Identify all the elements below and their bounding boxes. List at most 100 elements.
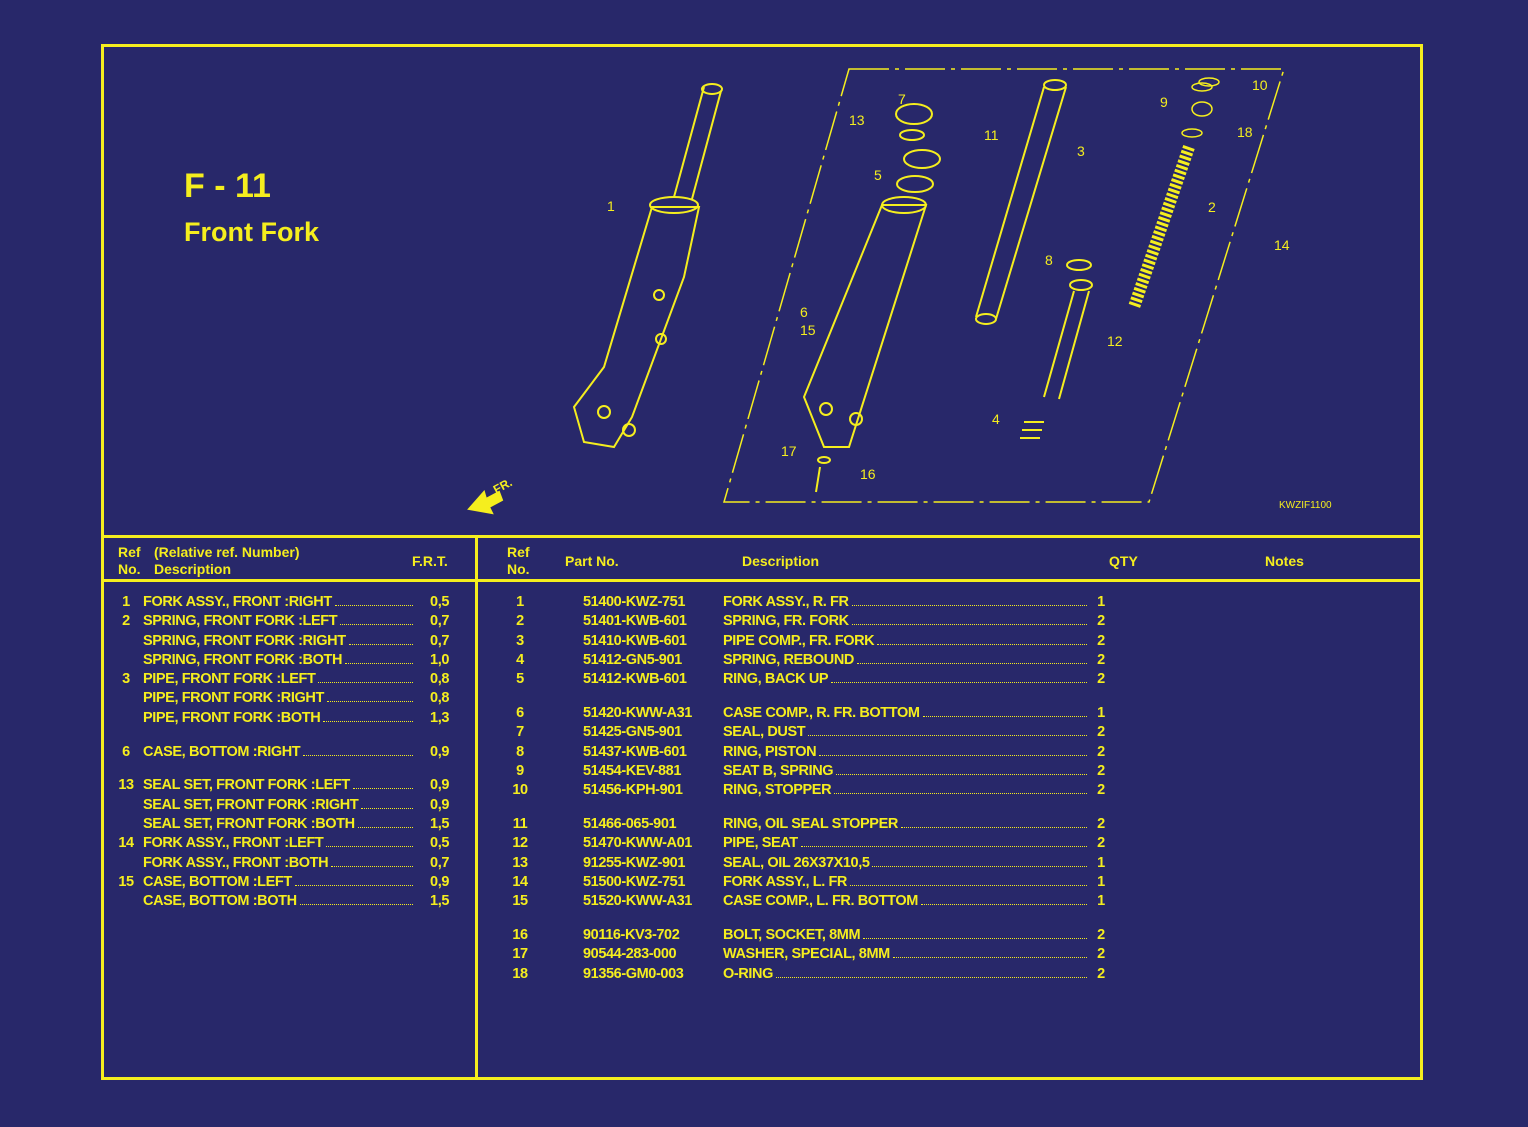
quantity: 1 [1097, 594, 1105, 610]
callout-16: 16 [860, 466, 876, 482]
quantity: 1 [1097, 873, 1105, 890]
assembly-boundary [723, 68, 1286, 503]
quantity: 2 [1097, 815, 1105, 832]
fork-assembly-drawing [572, 83, 723, 449]
part-number: 51401-KWB-601 [583, 613, 687, 630]
description: SEAL SET, FRONT FORK :BOTH [143, 815, 417, 834]
description-text: FORK ASSY., FRONT :BOTH [143, 854, 329, 871]
dot-leader [326, 834, 413, 848]
dot-leader [851, 612, 1087, 626]
divider [104, 579, 1420, 582]
description-text: FORK ASSY., FRONT :RIGHT [143, 594, 332, 610]
dot-leader [863, 926, 1087, 939]
callout-11: 11 [984, 127, 999, 143]
description-text: WASHER, SPECIAL, 8MM [723, 946, 890, 963]
header-notes: Notes [1265, 553, 1304, 569]
description-text: SEAL SET, FRONT FORK :RIGHT [143, 796, 359, 813]
callout-18: 18 [1237, 124, 1253, 140]
description: RING, BACK UP [723, 670, 1091, 689]
dot-leader [851, 593, 1087, 606]
fork-spring-drawing [1128, 77, 1220, 309]
description: SEAL, OIL 26X37X10,5 [723, 854, 1091, 873]
description-text: PIPE, FRONT FORK :RIGHT [143, 690, 324, 707]
description: PIPE COMP., FR. FORK [723, 632, 1091, 651]
ref-no: 13 [512, 854, 528, 871]
callout-9: 9 [1160, 94, 1168, 110]
quantity: 2 [1097, 671, 1105, 688]
description: BOLT, SOCKET, 8MM [723, 926, 1091, 945]
description-text: SPRING, FRONT FORK :LEFT [143, 613, 338, 630]
fork-case-drawing [802, 103, 941, 493]
ref-no: 14 [512, 873, 528, 890]
header-frt: F.R.T. [412, 553, 448, 569]
part-number: 51400-KWZ-751 [583, 594, 685, 610]
ref-no: 10 [512, 782, 528, 799]
description-text: RING, OIL SEAL STOPPER [723, 815, 898, 832]
description-text: FORK ASSY., R. FR [723, 594, 849, 610]
description: PIPE, FRONT FORK :BOTH [143, 709, 417, 728]
figure-number: F - 11 [184, 167, 271, 205]
quantity: 2 [1097, 782, 1105, 799]
description: RING, STOPPER [723, 781, 1091, 800]
ref-no: 8 [516, 743, 524, 760]
quantity: 2 [1097, 762, 1105, 779]
frt-value: 0,5 [430, 594, 449, 610]
part-number: 90544-283-000 [583, 946, 677, 963]
ref-no: 15 [512, 893, 528, 910]
description: FORK ASSY., FRONT :LEFT [143, 834, 417, 853]
dot-leader [872, 854, 1087, 867]
description: CASE COMP., R. FR. BOTTOM [723, 704, 1091, 723]
quantity: 2 [1097, 743, 1105, 760]
ref-no: 6 [122, 743, 130, 760]
ref-no: 6 [516, 704, 524, 721]
seat-pipe-drawing [1020, 259, 1093, 439]
ref-no: 5 [516, 671, 524, 688]
dot-leader [808, 723, 1087, 737]
dot-leader [361, 796, 413, 809]
description: SEAL, DUST [723, 723, 1091, 742]
dot-leader [877, 632, 1087, 645]
part-number: 51454-KEV-881 [583, 762, 681, 779]
callout-4: 4 [992, 411, 1000, 427]
description: SPRING, REBOUND [723, 651, 1091, 670]
dot-leader [294, 873, 413, 886]
dot-leader [892, 945, 1087, 959]
ref-no: 12 [512, 835, 528, 852]
description-text: CASE, BOTTOM :BOTH [143, 893, 297, 910]
description-text: SPRING, FRONT FORK :BOTH [143, 651, 343, 668]
part-number: 91255-KWZ-901 [583, 854, 685, 871]
part-number: 51412-GN5-901 [583, 651, 682, 668]
dot-leader [340, 612, 413, 626]
description-text: RING, BACK UP [723, 671, 829, 688]
ref-no: 18 [512, 965, 528, 982]
description-text: SPRING, REBOUND [723, 651, 854, 668]
quantity: 2 [1097, 632, 1105, 649]
description: PIPE, FRONT FORK :LEFT [143, 670, 417, 689]
description: SPRING, FRONT FORK :LEFT [143, 612, 417, 631]
ref-no: 11 [512, 815, 528, 832]
dot-leader [831, 670, 1087, 684]
dot-leader [819, 743, 1087, 756]
part-number: 91356-GM0-003 [583, 965, 684, 982]
dot-leader [357, 815, 413, 828]
description-text: SEAL SET, FRONT FORK :LEFT [143, 777, 350, 794]
dot-leader [323, 709, 413, 722]
description-text: PIPE COMP., FR. FORK [723, 632, 875, 649]
dot-leader [326, 689, 413, 703]
